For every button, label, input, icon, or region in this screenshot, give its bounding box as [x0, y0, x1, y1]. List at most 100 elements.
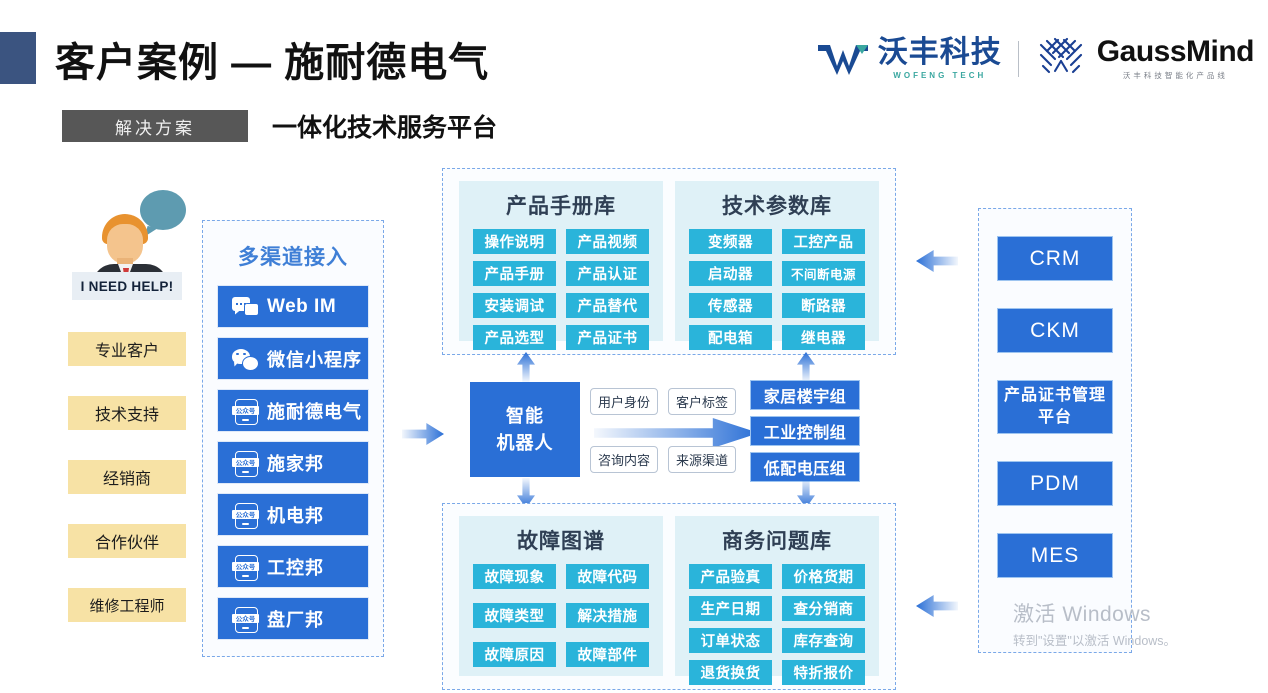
avatar-face	[107, 224, 143, 264]
kb-tag[interactable]: 特折报价	[782, 660, 865, 685]
context-tag-group: 用户身份 客户标签 咨询内容 来源渠道	[590, 388, 740, 473]
kb-tag[interactable]: 价格货期	[782, 564, 865, 589]
routing-group-item[interactable]: 家居楼宇组	[750, 380, 860, 410]
customer-type-item[interactable]: 经销商	[68, 460, 186, 494]
customer-type-item[interactable]: 合作伙伴	[68, 524, 186, 558]
kb-tag[interactable]: 解决措施	[566, 603, 649, 628]
fault-graph-panel: 故障图谱 故障现象 故障代码 故障类型 解决措施 故障原因 故障部件	[459, 516, 663, 676]
wofeng-logo-text: 沃丰科技 WOFENG TECH	[878, 38, 1002, 81]
kb-tag[interactable]: 工控产品	[782, 229, 865, 254]
arrow-left-icon	[916, 250, 958, 272]
kb-tag[interactable]: 产品选型	[473, 325, 556, 350]
channels-title: 多渠道接入	[238, 246, 348, 269]
kb-tag[interactable]: 订单状态	[689, 628, 772, 653]
kb-tag[interactable]: 安装调试	[473, 293, 556, 318]
channel-label: 机电邦	[267, 505, 324, 526]
routing-group-item[interactable]: 低配电压组	[750, 452, 860, 482]
page-subtitle: 一体化技术服务平台	[272, 114, 498, 142]
channel-label: 微信小程序	[267, 349, 362, 370]
channel-item-gongkongbang[interactable]: 公众号 工控邦	[217, 545, 369, 588]
official-account-icon: 公众号	[232, 502, 259, 529]
kb-tag[interactable]: 生产日期	[689, 596, 772, 621]
backend-systems-panel: CRM CKM 产品证书管理 平台 PDM MES	[978, 208, 1132, 653]
official-account-icon: 公众号	[232, 606, 259, 633]
panel-tag-grid: 故障现象 故障代码 故障类型 解决措施 故障原因 故障部件	[459, 555, 663, 667]
kb-tag[interactable]: 继电器	[782, 325, 865, 350]
kb-tag[interactable]: 产品认证	[566, 261, 649, 286]
page-title: 客户案例 — 施耐德电气	[55, 41, 490, 85]
system-label-line1: 产品证书管理	[1003, 387, 1106, 405]
system-item-crm[interactable]: CRM	[997, 236, 1113, 281]
official-account-icon: 公众号	[232, 450, 259, 477]
kb-tag[interactable]: 传感器	[689, 293, 772, 318]
kb-tag[interactable]: 故障原因	[473, 642, 556, 667]
customer-type-item[interactable]: 维修工程师	[68, 588, 186, 622]
context-tag[interactable]: 客户标签	[668, 388, 737, 415]
knowledge-base-bottom-group: 故障图谱 故障现象 故障代码 故障类型 解决措施 故障原因 故障部件 商务问题库…	[442, 503, 896, 690]
official-account-icon: 公众号	[232, 554, 259, 581]
channel-item-shijiabang[interactable]: 公众号 施家邦	[217, 441, 369, 484]
panel-title: 产品手册库	[506, 195, 616, 218]
channel-label: 施耐德电气	[267, 401, 362, 422]
kb-tag[interactable]: 操作说明	[473, 229, 556, 254]
kb-tag[interactable]: 不间断电源	[782, 261, 865, 286]
arrow-up-icon	[517, 352, 535, 382]
kb-tag[interactable]: 故障部件	[566, 642, 649, 667]
context-tag[interactable]: 咨询内容	[590, 446, 659, 473]
routing-group-item[interactable]: 工业控制组	[750, 416, 860, 446]
kb-tag[interactable]: 断路器	[782, 293, 865, 318]
gaussmind-logo: GaussMind 沃丰科技智能化产品线	[1035, 35, 1255, 84]
header-accent-square	[0, 32, 36, 84]
channel-item-jidianbang[interactable]: 公众号 机电邦	[217, 493, 369, 536]
smart-robot-node[interactable]: 智能 机器人	[470, 382, 580, 477]
kb-tag[interactable]: 故障代码	[566, 564, 649, 589]
kb-tag[interactable]: 产品证书	[566, 325, 649, 350]
system-item-pdm[interactable]: PDM	[997, 461, 1113, 506]
speech-bubble-icon	[140, 190, 186, 230]
context-tag[interactable]: 来源渠道	[668, 446, 737, 473]
arrow-up-icon	[797, 352, 815, 382]
kb-tag[interactable]: 查分销商	[782, 596, 865, 621]
channels-panel: 多渠道接入 Web IM 微信小程序 公众号 施耐德电气	[202, 220, 384, 657]
panel-tag-grid: 操作说明 产品视频 产品手册 产品认证 安装调试 产品替代 产品选型 产品证书	[459, 220, 663, 350]
context-tag[interactable]: 用户身份	[590, 388, 659, 415]
customer-type-item[interactable]: 技术支持	[68, 396, 186, 430]
kb-tag[interactable]: 产品验真	[689, 564, 772, 589]
kb-tag[interactable]: 故障现象	[473, 564, 556, 589]
channel-item-web-im[interactable]: Web IM	[217, 285, 369, 328]
official-account-icon: 公众号	[232, 398, 259, 425]
wofeng-logo: 沃丰科技 WOFENG TECH	[816, 38, 1002, 80]
customer-type-list: 专业客户 技术支持 经销商 合作伙伴 维修工程师	[68, 332, 186, 652]
wofeng-logo-en: WOFENG TECH	[893, 71, 987, 80]
gaussmind-weave-icon	[1035, 35, 1087, 84]
kb-tag[interactable]: 产品视频	[566, 229, 649, 254]
kb-tag[interactable]: 退货换货	[689, 660, 772, 685]
channel-item-schneider[interactable]: 公众号 施耐德电气	[217, 389, 369, 432]
system-item-ckm[interactable]: CKM	[997, 308, 1113, 353]
channel-label: 盘厂邦	[267, 609, 324, 630]
panel-title: 故障图谱	[517, 530, 605, 553]
panel-tag-grid: 产品验真 价格货期 生产日期 查分销商 订单状态 库存查询 退货换货 特折报价	[675, 555, 879, 685]
kb-tag[interactable]: 启动器	[689, 261, 772, 286]
kb-tag[interactable]: 产品替代	[566, 293, 649, 318]
logo-group: 沃丰科技 WOFENG TECH GaussMind 沃	[816, 28, 1255, 90]
kb-tag[interactable]: 变频器	[689, 229, 772, 254]
system-item-certificate-platform[interactable]: 产品证书管理 平台	[997, 380, 1113, 434]
panel-tag-grid: 变频器 工控产品 启动器 不间断电源 传感器 断路器 配电箱 继电器	[675, 220, 879, 350]
product-manual-panel: 产品手册库 操作说明 产品视频 产品手册 产品认证 安装调试 产品替代 产品选型…	[459, 181, 663, 350]
arrow-left-icon	[916, 595, 958, 617]
system-item-mes[interactable]: MES	[997, 533, 1113, 578]
kb-tag[interactable]: 库存查询	[782, 628, 865, 653]
kb-tag[interactable]: 故障类型	[473, 603, 556, 628]
panel-title: 技术参数库	[722, 195, 832, 218]
panel-title: 商务问题库	[722, 530, 832, 553]
kb-tag[interactable]: 配电箱	[689, 325, 772, 350]
channels-list: Web IM 微信小程序 公众号 施耐德电气 公众号 施家邦	[217, 285, 369, 640]
customer-type-item[interactable]: 专业客户	[68, 332, 186, 366]
channel-item-panchangbang[interactable]: 公众号 盘厂邦	[217, 597, 369, 640]
channel-item-wechat-miniprogram[interactable]: 微信小程序	[217, 337, 369, 380]
knowledge-base-top-group: 产品手册库 操作说明 产品视频 产品手册 产品认证 安装调试 产品替代 产品选型…	[442, 168, 896, 355]
robot-label-line2: 机器人	[496, 432, 554, 453]
kb-tag[interactable]: 产品手册	[473, 261, 556, 286]
